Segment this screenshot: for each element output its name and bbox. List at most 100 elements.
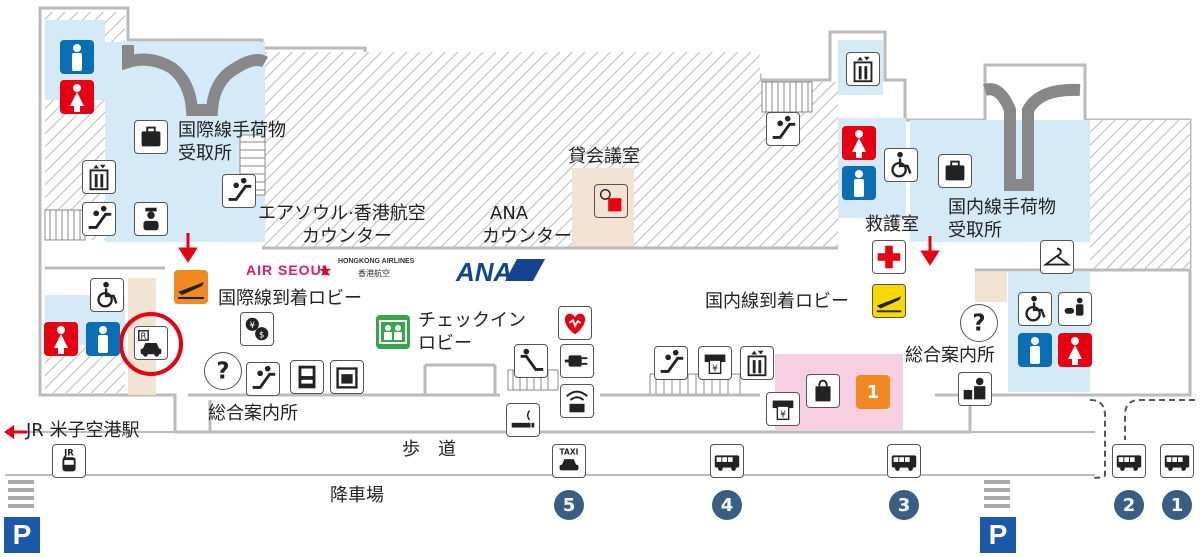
escalator-down-icon: [514, 344, 548, 378]
escalator-icon: [82, 202, 116, 236]
jr-train-icon: JR: [52, 444, 86, 478]
parking-stripe: [8, 496, 34, 500]
taxi-icon: TAXI: [552, 444, 586, 478]
wheelchair-icon: [884, 148, 918, 182]
arrival-plane-icon: [872, 284, 906, 318]
power-outlet-icon: [560, 344, 594, 378]
walkway-label: 歩 道: [402, 439, 456, 460]
vending-machine-icon: [290, 360, 324, 394]
male-restroom-icon: [86, 322, 120, 356]
female-restroom-icon: [842, 126, 876, 160]
shop-number-badge[interactable]: 1: [856, 375, 890, 409]
bus-stop-island: [1089, 399, 1106, 479]
jr-text: JR: [63, 447, 74, 457]
currency-exchange-icon: ¥$: [240, 312, 274, 346]
parking-stripe: [984, 504, 1010, 508]
dom-baggage-label-2: 受取所: [948, 220, 1002, 241]
svg-text:?: ?: [972, 311, 985, 337]
baggage-claim-icon: [134, 120, 168, 154]
bus-stop-number-4: 4: [712, 490, 742, 520]
parking-stripe: [8, 480, 34, 484]
shopping-icon: [806, 374, 840, 408]
information-icon: ?: [204, 352, 242, 390]
baggage-carousel-intl: [122, 45, 269, 116]
ana-logo: ANA: [456, 257, 513, 287]
airline-counter-label: エアソウル·香港航空: [258, 203, 426, 224]
atm-icon: ¥: [766, 392, 800, 426]
bus-stop-number-2: 2: [1114, 490, 1144, 520]
wheelchair-icon: [1018, 292, 1052, 326]
restroom-right: [1008, 272, 1090, 392]
checkin-lobby-label-2: ロビー: [418, 333, 472, 354]
bus-icon: [1112, 444, 1146, 478]
checkin-lobby-label: チェックイン: [418, 310, 526, 331]
female-restroom-icon: [60, 80, 94, 114]
red-arrows: [178, 233, 940, 266]
bus-icon: [710, 444, 744, 478]
airline-counter-label-2: カウンター: [302, 226, 392, 247]
bus-stop-number-1: 1: [1162, 490, 1192, 520]
elevator-icon: [82, 160, 116, 194]
baby-care-icon: [1058, 292, 1092, 326]
ana-counter-label: ANA: [490, 203, 529, 224]
smoking-area-icon: [506, 403, 540, 437]
male-restroom-icon: [1018, 333, 1052, 367]
rental-car-highlight-circle: [119, 312, 183, 376]
info-desk-label-left: 総合案内所: [208, 403, 298, 424]
info-counter-icon: [958, 372, 992, 406]
svg-text:¥: ¥: [250, 320, 256, 330]
svg-text:?: ?: [216, 359, 229, 385]
parking-stripe: [984, 488, 1010, 492]
cloakroom-hanger-icon: [1040, 240, 1074, 274]
bus-icon: [1160, 444, 1194, 478]
dropoff-area-label: 降車場: [330, 485, 384, 506]
intl-baggage-label: 国際線手荷物: [178, 120, 286, 141]
parking-stripe: [984, 496, 1010, 500]
interior-walls: [45, 246, 1190, 432]
beige-room-right: [975, 272, 1007, 302]
escalator-icon: [654, 346, 688, 380]
bus-stop-number-3: 3: [889, 490, 919, 520]
wifi-icon: [560, 384, 594, 418]
bus-stop-island-2: [1124, 399, 1195, 440]
checkin-icon: [376, 315, 410, 349]
parking-icon: P: [980, 517, 1016, 553]
parking-stripe: [8, 488, 34, 492]
air-seoul-star-icon: ★: [318, 263, 333, 280]
male-restroom-icon: [60, 40, 94, 74]
svg-text:$: $: [259, 329, 264, 339]
meeting-room-icon: [594, 184, 628, 218]
first-aid-label: 救護室: [865, 214, 919, 235]
taxi-text: TAXI: [560, 447, 579, 456]
intl-arrival-lobby-label: 国際線到着ロビー: [218, 288, 362, 309]
escalator-icon: [222, 174, 256, 208]
customs-officer-icon: [134, 202, 168, 236]
female-restroom-icon: [44, 322, 78, 356]
jr-station-label: JR 米子空港駅: [26, 420, 140, 441]
escalator-icon: [766, 112, 800, 146]
locker-icon: [330, 360, 364, 394]
aed-icon: [558, 306, 592, 340]
intl-baggage-label-2: 受取所: [178, 143, 232, 164]
wheelchair-icon: [90, 278, 124, 312]
baggage-carousel-dom: [983, 83, 1081, 191]
first-aid-cross-icon: [872, 240, 906, 274]
info-desk-label-right: 総合案内所: [905, 345, 995, 366]
rental-car-icon[interactable]: R: [134, 326, 168, 360]
arrival-plane-icon: [174, 270, 208, 304]
male-restroom-icon: [842, 166, 876, 200]
hk-airlines-logo: HONGKONG AIRLINES: [338, 258, 415, 265]
dom-baggage-label: 国内線手荷物: [948, 197, 1056, 218]
parking-stripe: [984, 480, 1010, 484]
hk-airlines-logo-zh: 香港航空: [358, 269, 390, 278]
parking-stripe: [8, 504, 34, 508]
atm-yen-text: ¥: [780, 409, 786, 420]
escalator-icon: [246, 362, 280, 396]
rent-r-text: R: [141, 331, 147, 341]
elevator-icon: [846, 52, 880, 86]
parking-icon: P: [4, 517, 40, 553]
elevator-icon: [740, 346, 774, 380]
dom-arrival-lobby-label: 国内線到着ロビー: [705, 291, 849, 312]
hatched-area: [262, 52, 760, 248]
